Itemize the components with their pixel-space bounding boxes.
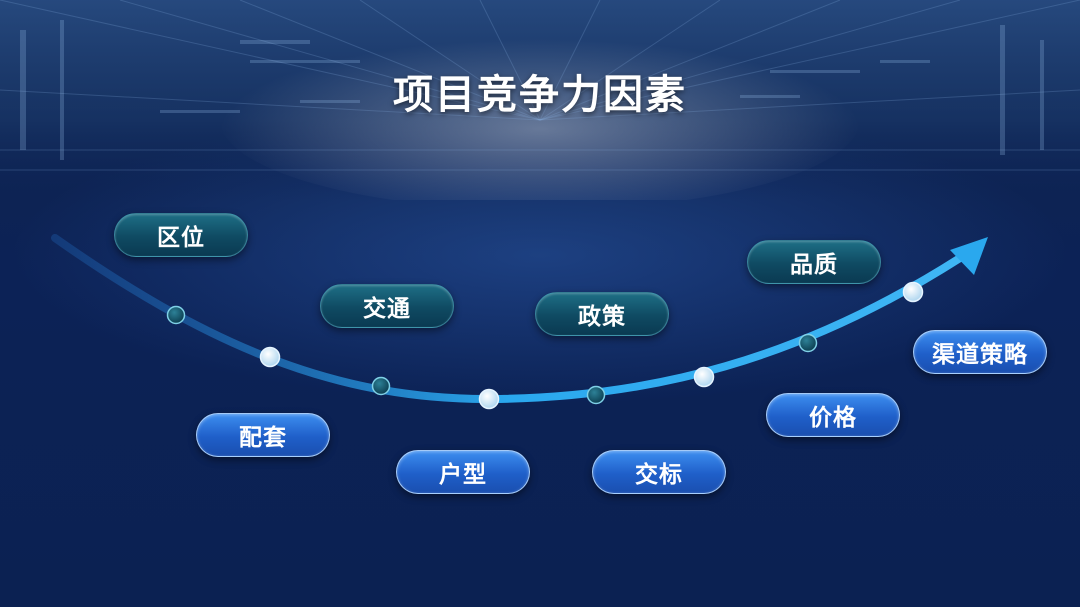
factor-label: 配套 — [239, 425, 287, 451]
factor-label: 区位 — [157, 225, 205, 251]
curve-node — [478, 388, 500, 410]
curve-node — [902, 281, 924, 303]
factor-pill-location[interactable]: 区位 — [114, 213, 248, 257]
arrow-head-icon — [950, 237, 988, 275]
curve-nodes — [166, 281, 924, 410]
factor-pill-amenities[interactable]: 配套 — [196, 413, 330, 457]
factor-label: 品质 — [790, 252, 838, 278]
curve-node — [371, 376, 391, 396]
curve-node — [166, 305, 186, 325]
factor-label: 交通 — [363, 296, 411, 322]
factor-label: 渠道策略 — [932, 342, 1028, 368]
factor-label: 户型 — [439, 462, 487, 488]
curve-node — [798, 333, 818, 353]
factor-pill-transport[interactable]: 交通 — [320, 284, 454, 328]
factor-pill-delivery-standard[interactable]: 交标 — [592, 450, 726, 494]
factor-label: 交标 — [635, 462, 683, 488]
factor-label: 价格 — [809, 405, 857, 431]
factor-pill-layout[interactable]: 户型 — [396, 450, 530, 494]
curve-node — [586, 385, 606, 405]
tech-background — [0, 0, 1080, 200]
factor-pill-quality[interactable]: 品质 — [747, 240, 881, 284]
slide-title: 项目竞争力因素 — [393, 72, 687, 118]
curve-node — [693, 366, 715, 388]
factor-pill-policy[interactable]: 政策 — [535, 292, 669, 336]
factor-label: 政策 — [578, 304, 626, 330]
factor-pill-price[interactable]: 价格 — [766, 393, 900, 437]
factor-pill-channel-strategy[interactable]: 渠道策略 — [913, 330, 1047, 374]
curve-node — [259, 346, 281, 368]
